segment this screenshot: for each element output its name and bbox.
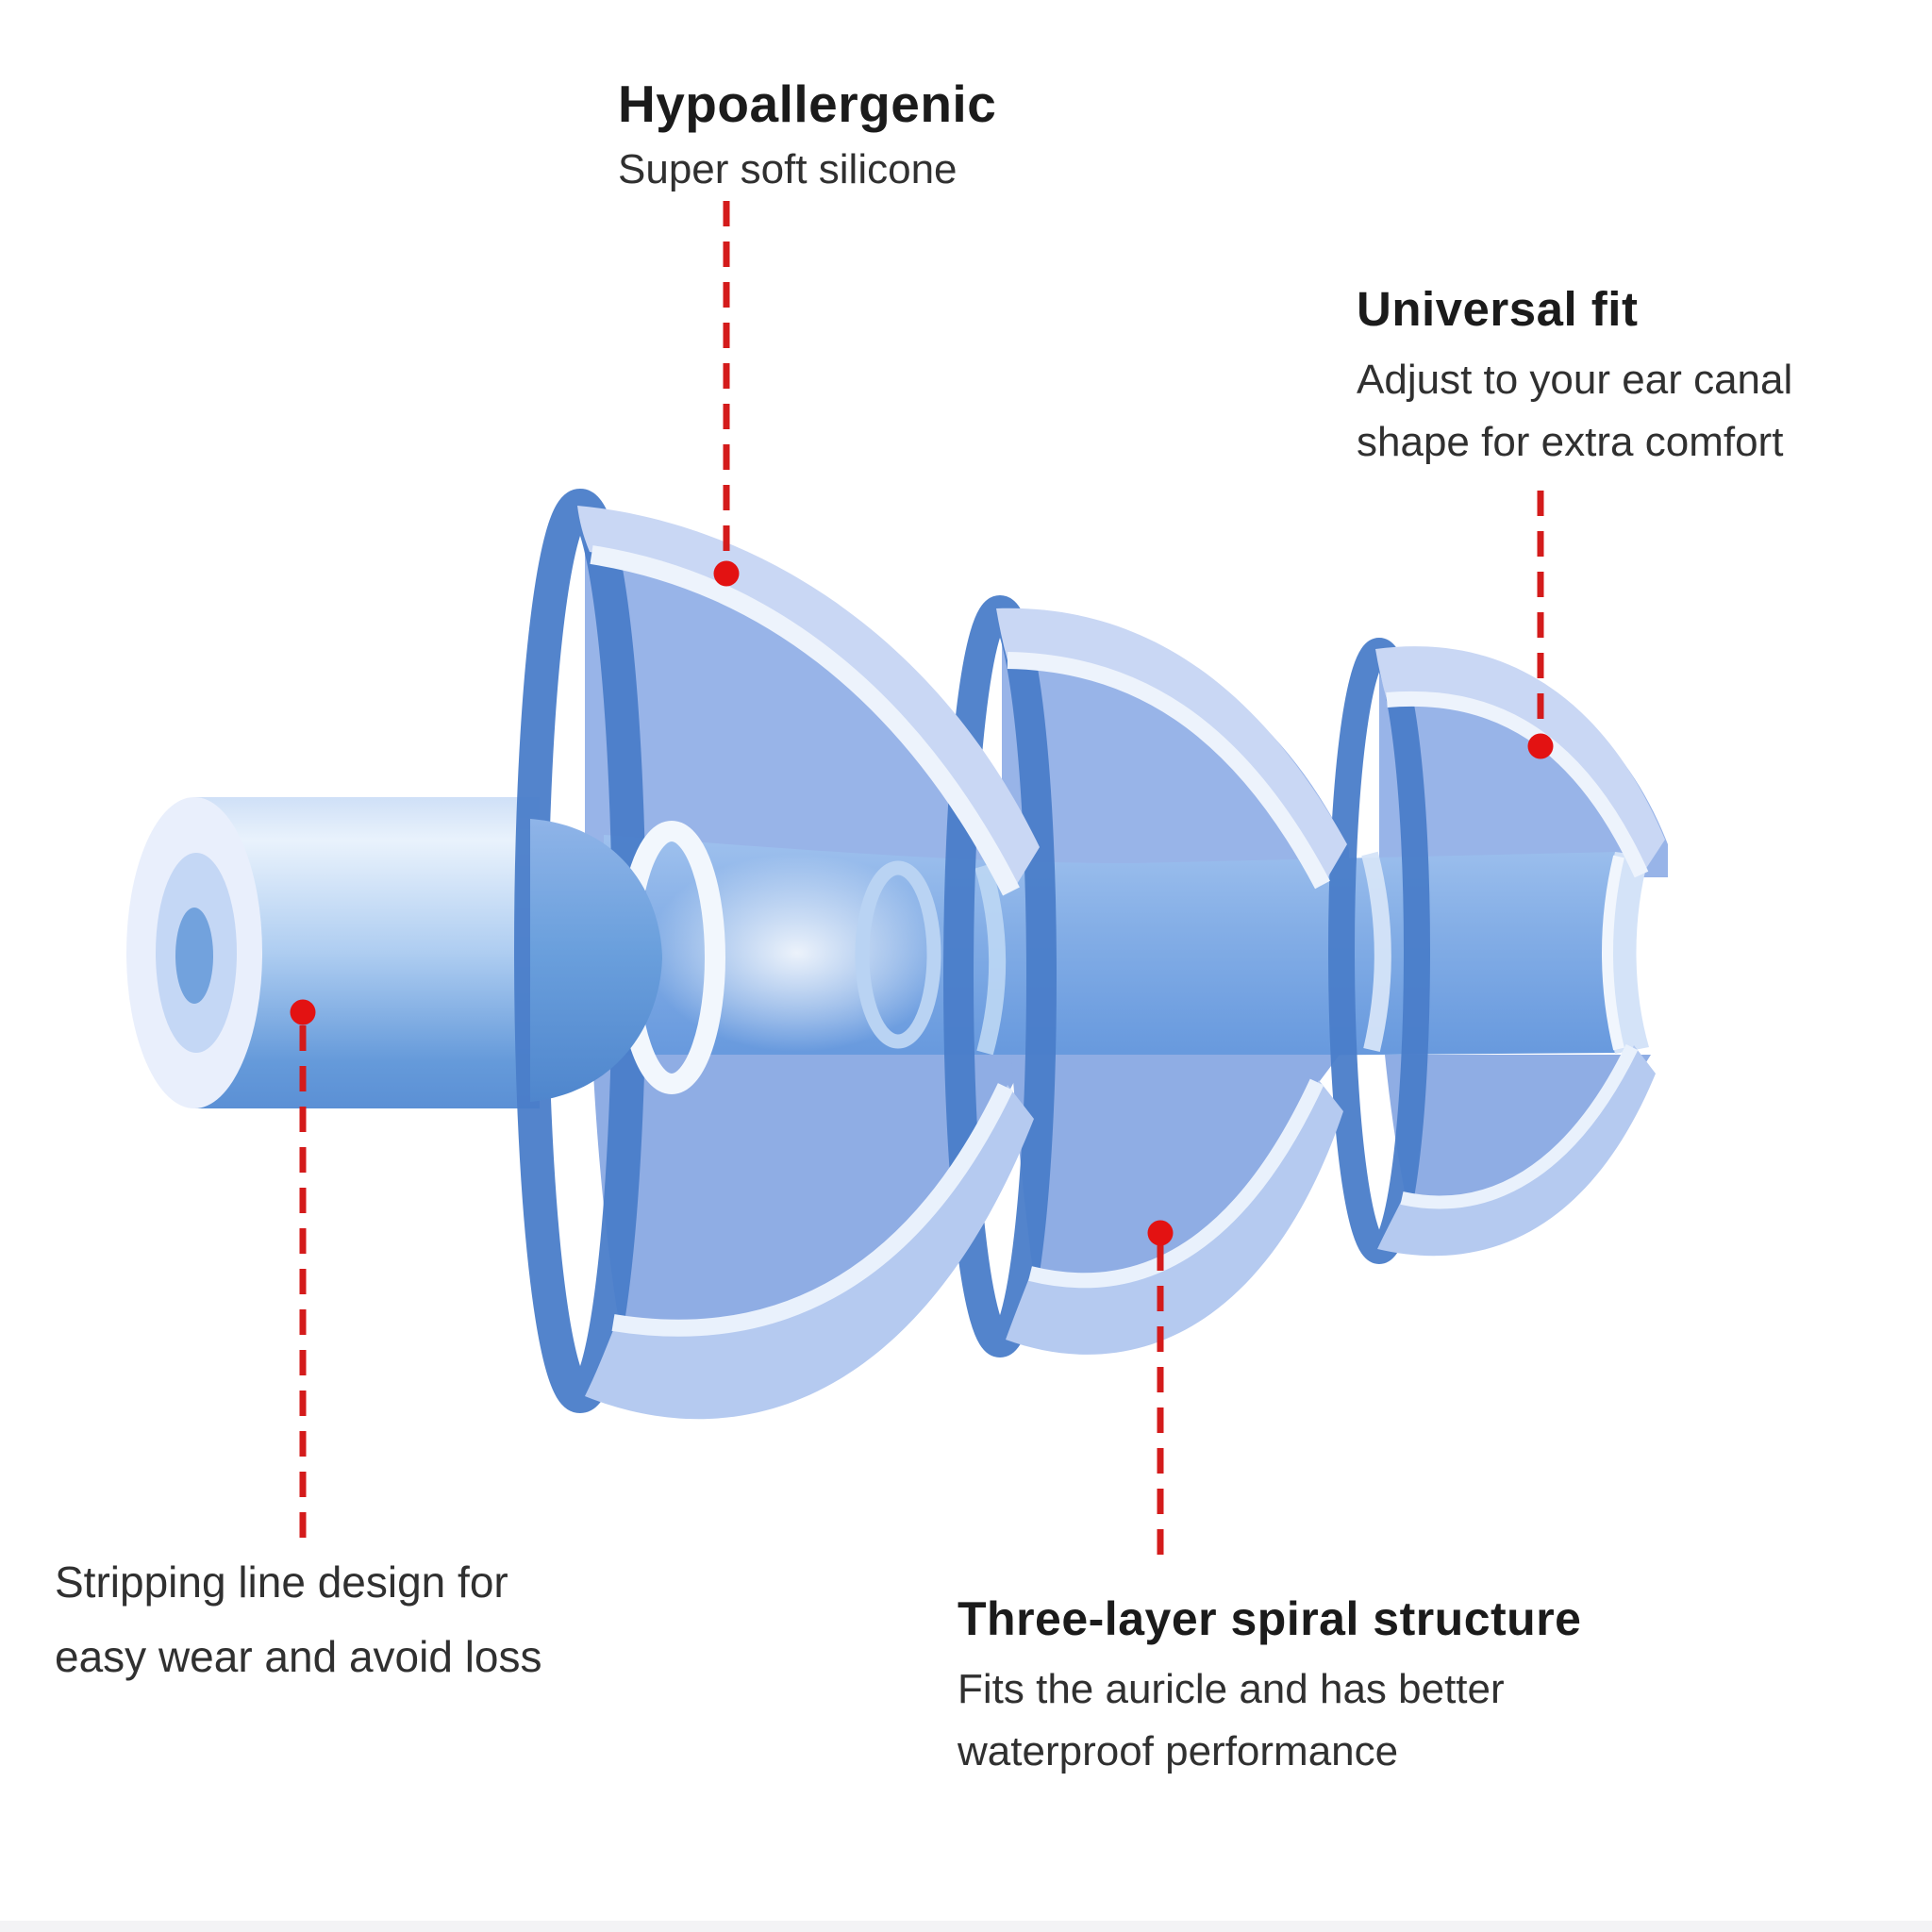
stem-tip xyxy=(530,819,725,1102)
leader-lines xyxy=(299,201,1544,1558)
annotation-heading: Three-layer spiral structure xyxy=(958,1592,1582,1645)
flange-inner-lower xyxy=(592,1055,1651,1322)
annotation-heading: Universal fit xyxy=(1357,282,1639,336)
dot-universal-fit xyxy=(1527,733,1554,759)
shaft-ring-highlight xyxy=(855,860,941,1049)
flange-inner-upper xyxy=(585,528,1668,882)
earplug-tip-cup xyxy=(1602,852,1649,1054)
flange-1 xyxy=(577,506,1040,1420)
annotation-universal-fit: Universal fit Adjust to your ear canal s… xyxy=(1357,282,1793,474)
earplug-stem xyxy=(126,797,540,1108)
annotation-stripping-line: Stripping line design for easy wear and … xyxy=(55,1545,542,1694)
stem-hole xyxy=(175,908,213,1004)
flange-2 xyxy=(996,608,1347,1355)
annotation-line: easy wear and avoid loss xyxy=(55,1632,542,1682)
annotation-line: Stripping line design for xyxy=(55,1557,508,1607)
footer-strip xyxy=(0,1921,1932,1932)
annotation-line: Super soft silicone xyxy=(618,145,958,192)
dot-three-layer xyxy=(1147,1220,1174,1246)
annotation-hypoallergenic: Hypoallergenic Super soft silicone xyxy=(618,75,996,196)
annotation-line: shape for extra comfort xyxy=(1357,419,1784,466)
flange-3 xyxy=(1375,646,1665,1257)
annotation-three-layer: Three-layer spiral structure Fits the au… xyxy=(958,1592,1582,1783)
dot-hypoallergenic xyxy=(713,560,740,587)
annotation-line: Fits the auricle and has better xyxy=(958,1665,1505,1712)
dot-stripping-line xyxy=(290,999,316,1025)
annotation-line: waterproof performance xyxy=(958,1727,1399,1774)
annotation-line: Adjust to your ear canal xyxy=(1357,357,1793,404)
annotation-heading: Hypoallergenic xyxy=(618,75,997,133)
leader-dots xyxy=(290,560,1554,1246)
